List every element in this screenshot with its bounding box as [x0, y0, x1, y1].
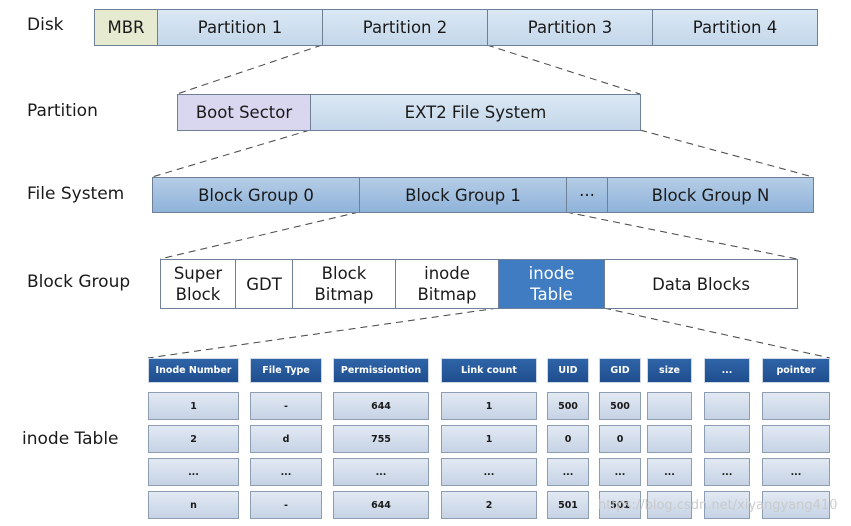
inode-table-cell: [647, 392, 692, 420]
inode-table-header-cell: Inode Number: [148, 358, 239, 383]
inode-table-cell: [762, 491, 830, 519]
bg-super-block-line1: Super: [173, 264, 223, 283]
inode-table-header-cell: Permissiontion: [333, 358, 429, 383]
inode-table-cell: [647, 491, 692, 519]
disk-mbr: MBR: [94, 9, 158, 46]
inode-table-header-cell: GID: [599, 358, 641, 383]
bg-block-bitmap-line1: Block: [321, 264, 367, 283]
inode-table-cell: 644: [333, 392, 429, 420]
inode-table-cell: -: [250, 491, 322, 519]
partition-boot-sector: Boot Sector: [177, 94, 311, 131]
connector-part-left: [151, 129, 311, 178]
inode-table-cell: ...: [333, 458, 429, 486]
row-label-block-group: Block Group: [27, 272, 131, 292]
inode-table-cell: 2: [441, 491, 537, 519]
bg-gdt-line1: GDT: [246, 274, 282, 294]
inode-table-cell: ...: [762, 458, 830, 486]
inode-table-cell: [762, 392, 830, 420]
inode-table-header-cell: pointer: [762, 358, 830, 383]
disk-partition-4: Partition 4: [652, 9, 818, 46]
inode-table-cell: 1: [441, 425, 537, 453]
inode-table-cell: 0: [599, 425, 641, 453]
fs-block-group-0: Block Group 0: [152, 177, 360, 213]
inode-table-cell: 2: [148, 425, 239, 453]
bg-inode-table: inode Table: [498, 259, 605, 309]
disk-partition-3: Partition 3: [487, 9, 653, 46]
inode-table-header-cell: UID: [547, 358, 589, 383]
inode-table-cell: 1: [148, 392, 239, 420]
fs-block-group-n: Block Group N: [607, 177, 814, 213]
inode-table-header-cell: File Type: [250, 358, 322, 383]
inode-table-cell: [704, 392, 750, 420]
row-label-disk: Disk: [27, 15, 64, 35]
bg-inode-bitmap: inode Bitmap: [395, 259, 499, 309]
bg-super-block-line2: Block: [175, 285, 221, 304]
connector-disk-right: [486, 44, 641, 95]
row-label-file-system: File System: [27, 184, 125, 204]
connector-part-right: [639, 129, 814, 178]
bg-block-bitmap: Block Bitmap: [292, 259, 396, 309]
inode-table-cell: -: [250, 392, 322, 420]
inode-table-cell: 500: [599, 392, 641, 420]
bg-block-bitmap-line2: Bitmap: [314, 285, 374, 304]
connector-bg-left: [147, 307, 499, 359]
inode-table-cell: n: [148, 491, 239, 519]
inode-table-cell: [647, 425, 692, 453]
row-label-partition: Partition: [27, 101, 98, 121]
connector-fs-right: [565, 211, 798, 260]
inode-table-header-cell: ...: [704, 358, 750, 383]
connector-bg-right: [603, 307, 831, 359]
inode-table-cell: 0: [547, 425, 589, 453]
inode-table-cell: [704, 425, 750, 453]
bg-inode-table-line1: inode: [528, 264, 575, 283]
disk-partition-2: Partition 2: [322, 9, 488, 46]
row-label-inode-table: inode Table: [22, 429, 119, 449]
connector-disk-left: [176, 44, 323, 95]
inode-table-cell: d: [250, 425, 322, 453]
fs-ellipsis: ···: [566, 177, 608, 213]
bg-data-blocks: Data Blocks: [604, 259, 798, 309]
inode-table-cell: [704, 491, 750, 519]
inode-table-cell: ...: [441, 458, 537, 486]
watermark: https://blog.csdn.net/xiyangyang410: [598, 498, 838, 513]
inode-table-cell: ...: [704, 458, 750, 486]
inode-table-cell: 501: [547, 491, 589, 519]
bg-gdt: GDT: [235, 259, 293, 309]
bg-inode-bitmap-line2: Bitmap: [417, 285, 477, 304]
inode-table-cell: 1: [441, 392, 537, 420]
inode-table-cell: 755: [333, 425, 429, 453]
bg-inode-table-line2: Table: [530, 285, 573, 304]
inode-table-cell: ...: [599, 458, 641, 486]
disk-partition-1: Partition 1: [157, 9, 323, 46]
inode-table-cell: ...: [250, 458, 322, 486]
inode-table-cell: 644: [333, 491, 429, 519]
bg-super-block: Super Block: [160, 259, 236, 309]
fs-block-group-1: Block Group 1: [359, 177, 567, 213]
inode-table-cell: ...: [547, 458, 589, 486]
inode-table-cell: ...: [647, 458, 692, 486]
partition-ext2-file-system: EXT2 File System: [310, 94, 641, 131]
inode-table-cell: ...: [148, 458, 239, 486]
inode-table-cell: 501: [599, 491, 641, 519]
inode-table-cell: 500: [547, 392, 589, 420]
inode-table-header-cell: size: [647, 358, 692, 383]
inode-table-header-cell: Link count: [441, 358, 537, 383]
connector-fs-left: [159, 211, 360, 260]
bg-inode-bitmap-line1: inode: [424, 264, 470, 283]
inode-table-cell: [762, 425, 830, 453]
bg-data-blocks-line1: Data Blocks: [652, 274, 750, 294]
